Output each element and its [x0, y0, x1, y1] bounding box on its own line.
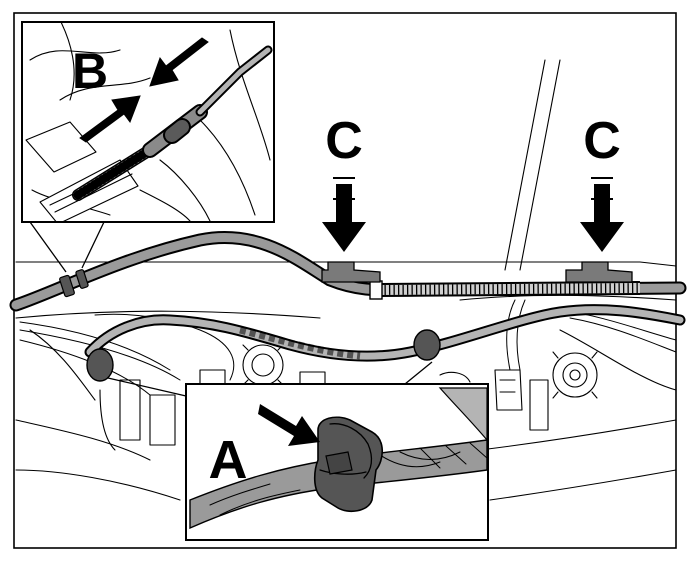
- inset-b: B: [21, 21, 275, 273]
- diagonal-arrow-icon: [149, 37, 209, 87]
- label-a: A: [209, 430, 248, 490]
- label-c-right: C: [583, 112, 621, 170]
- diagonal-arrow-icon: [258, 404, 320, 446]
- label-c-left: C: [325, 112, 363, 170]
- label-b: B: [72, 43, 108, 99]
- inset-a: A: [107, 361, 489, 541]
- c-callout-right: C: [580, 112, 624, 252]
- inset-b-frame: [21, 21, 275, 223]
- engine-bay-background: [15, 59, 677, 501]
- harness-clips: [59, 261, 633, 382]
- lower-wire-harness: [84, 304, 686, 362]
- down-arrow-icon: [322, 177, 366, 252]
- c-callout-left: C: [322, 112, 366, 252]
- down-arrow-icon: [580, 177, 624, 252]
- diagonal-arrow-icon: [79, 95, 141, 143]
